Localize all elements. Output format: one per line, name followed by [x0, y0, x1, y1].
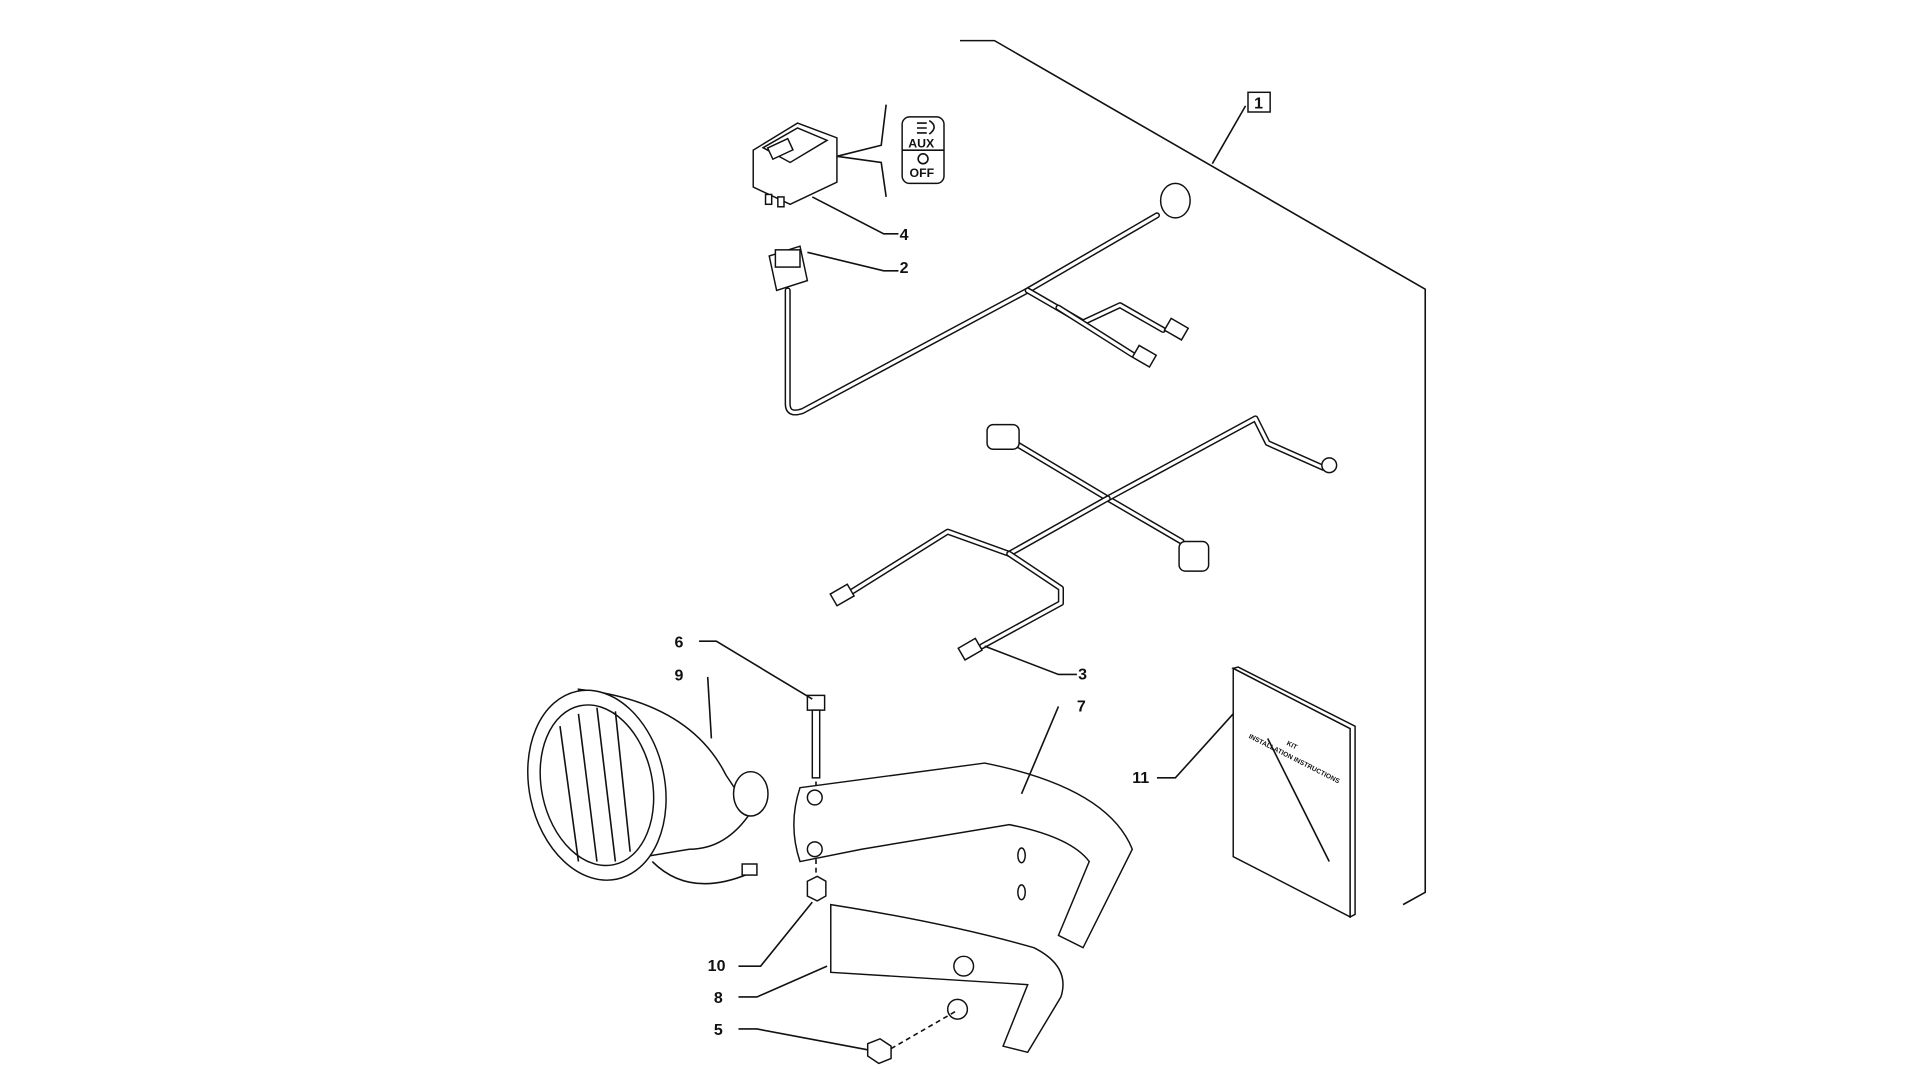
work-light-icon: [916, 119, 935, 135]
mounting-bracket-lower: [830, 903, 1064, 1054]
hex-nut: [866, 1037, 892, 1065]
callout-5: 5: [714, 1022, 723, 1039]
work-lamp: [527, 688, 769, 885]
callout-10: 10: [708, 958, 726, 975]
svg-text:AUX: AUX: [908, 137, 935, 151]
wiring-harness-upper: [784, 182, 1191, 416]
svg-text:1: 1: [1254, 95, 1263, 112]
callout-3: 3: [1078, 666, 1087, 683]
installation-manual: KIT INSTALLATION INSTRUCTIONS: [1231, 666, 1356, 919]
off-indicator-icon: [917, 153, 929, 165]
callout-8: 8: [714, 990, 723, 1007]
callout-2: 2: [900, 260, 909, 277]
callout-11: 11: [1132, 770, 1149, 787]
svg-text:KIT: KIT: [1285, 740, 1299, 752]
svg-text:OFF: OFF: [910, 166, 935, 180]
rocker-switch: [752, 104, 887, 208]
switch-legend-plate: AUX OFF: [901, 116, 945, 185]
mounting-bracket-upper: [793, 762, 1134, 949]
nut: [806, 875, 827, 902]
callout-6: 6: [674, 634, 683, 651]
callout-7: 7: [1077, 698, 1086, 715]
kit-bracket: [960, 39, 1427, 906]
wiring-harness-lower: [829, 415, 1338, 661]
connector-plug: [768, 245, 809, 292]
callout-1: 1: [1247, 91, 1271, 113]
callout-9: 9: [674, 668, 683, 685]
callout-4: 4: [900, 227, 909, 244]
